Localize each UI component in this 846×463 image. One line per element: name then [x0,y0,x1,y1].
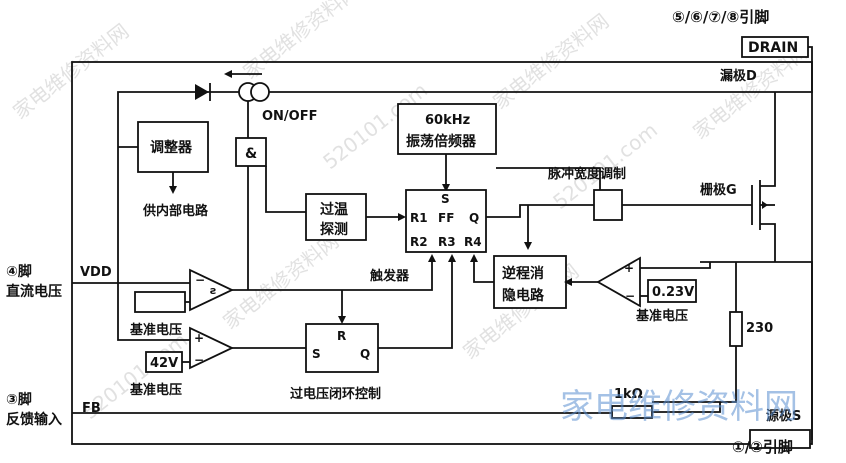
hysteresis-mark: ƨ [210,284,217,297]
ff-r4-label: R4 [464,235,482,249]
ref-label-right: 基准电压 [635,308,688,324]
uvlo-comparator [189,268,235,312]
resistor-1k-right-wire [652,402,721,413]
pwm-block [593,189,623,221]
comparator-minus: − [625,289,635,303]
fb-label: FB [82,401,101,416]
vdd-pin-label: ④脚 [6,264,32,280]
drain-bus-wire [117,46,813,260]
ovp-label: 过电压闭环控制 [290,386,381,402]
regulator-block [137,121,209,173]
arrow-down-icon [442,184,450,192]
arrow-down-icon [338,316,346,324]
oscillator-label: 振荡倍频器 [406,133,477,150]
latch-s-label: S [312,347,321,361]
watermark-text: 家电维修资料网 [238,0,363,84]
watermark-text: 家电维修资料网 [218,229,343,334]
sense-input-wire [640,262,711,269]
arrow-up-icon [448,254,456,262]
arrow-right-icon [398,213,406,221]
otp-label-1: 过温 [320,201,348,218]
ff-r3-label: R3 [438,235,456,249]
and-to-otp-wire [265,166,306,213]
drain-label: 漏极D [720,68,757,84]
on-off-label: ON/OFF [262,109,318,124]
otp-label-2: 探测 [320,221,348,238]
ff-r1-label: R1 [410,211,428,225]
osc-to-pwm-wire [496,167,601,190]
leb-to-r4-wire [473,256,494,283]
ref-box-left1 [134,291,186,313]
leb-label-1: 逆程消 [502,265,544,282]
sense-comparator [596,256,641,308]
arrow-up-icon [428,254,436,262]
vdd-to-comp2-wire [117,283,190,341]
and-gate [235,137,267,167]
ref-023-label: 0.23V [652,285,694,300]
oscillator-block [397,103,497,155]
res-1k-label: 1kΩ [614,387,643,402]
ref-label-left1: 基准电压 [129,322,182,338]
ref-label-left2: 基准电压 [129,382,182,398]
ff-q-label: Q [469,211,479,225]
uvlo-minus: − [195,273,205,287]
source-bus-wire [775,261,813,440]
drain-pins-label: ⑤/⑥/⑦/⑧引脚 [672,8,769,26]
source-pins-label: ①/②引脚 [732,438,793,456]
leb-label-2: 隐电路 [502,287,545,304]
resistor-230 [729,311,743,347]
q-to-pwm-wire [486,204,594,218]
vdd-desc: 直流电压 [6,283,62,300]
watermark-text: 家电维修资料网 [8,19,133,124]
oscillator-freq: 60kHz [425,113,470,128]
mosfet-icon [751,165,776,262]
latch-r-label: R [337,329,346,343]
gate-label: 栅极G [700,182,737,198]
arrow-up-icon [470,254,478,262]
and-gate-label: & [245,146,257,162]
res-230-label: 230 [746,321,773,336]
brand-watermark: 家电维修资料网 [560,387,798,427]
comparator-plus: + [624,261,634,275]
ff-r2-label: R2 [410,235,428,249]
leb-block [493,255,567,309]
uvlo-to-r2-wire [232,256,433,291]
arrow-down-icon [524,242,532,250]
ovp-comparator [189,326,235,370]
ff-ff-label: FF [438,211,454,225]
pwm-label: 脉冲宽度调制 [547,166,626,182]
internal-supply-label: 供内部电路 [142,203,209,219]
latch-q-label: Q [360,347,370,361]
latch-to-r3-wire [378,256,453,349]
vdd-label: VDD [80,265,112,280]
trigger-label: 触发器 [369,268,410,284]
flip-flop-block [405,189,487,253]
fb-desc: 反馈输入 [6,411,62,428]
arrow-left-icon [564,278,572,286]
ovp-plus: + [194,331,204,345]
resistor-to-fb-wire [652,346,737,403]
ref-023-box [647,279,697,303]
ref-42v-label: 42V [150,356,178,371]
drain-box-label: DRAIN [748,40,798,56]
regulator-label: 调整器 [150,139,193,156]
arrow-down-icon [169,186,177,194]
current-source-icon [224,70,270,102]
source-box [749,429,811,449]
ff-s-label: S [441,192,450,206]
diode-icon [195,83,211,101]
source-label: 源极S [766,408,801,424]
fb-pin-label: ③脚 [6,392,32,408]
ic-outline [71,61,813,445]
ovp-minus: − [194,353,204,367]
